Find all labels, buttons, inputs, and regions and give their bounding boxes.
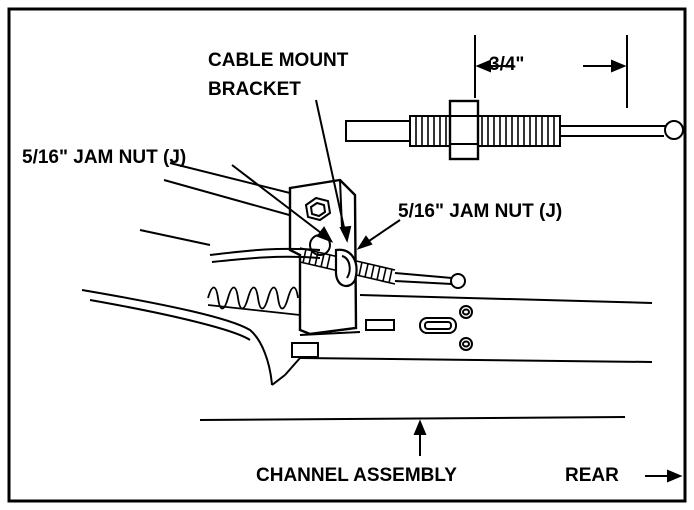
rear-label: REAR	[565, 465, 619, 486]
jam-nut-right-label: 5/16" JAM NUT (J)	[398, 201, 563, 222]
channel-assembly-label: CHANNEL ASSEMBLY	[256, 465, 457, 486]
cable-mount-bracket-label-line2: BRACKET	[208, 79, 301, 100]
channel-assembly-drawing	[81, 99, 683, 483]
dimension-label: 3/4"	[489, 54, 525, 75]
cable-detail-view	[345, 35, 684, 161]
jam-nut-left-label: 5/16" JAM NUT (J)	[22, 147, 187, 168]
cable-mount-bracket-label-line1: CABLE MOUNT	[208, 50, 349, 71]
figure-border	[7, 7, 687, 503]
